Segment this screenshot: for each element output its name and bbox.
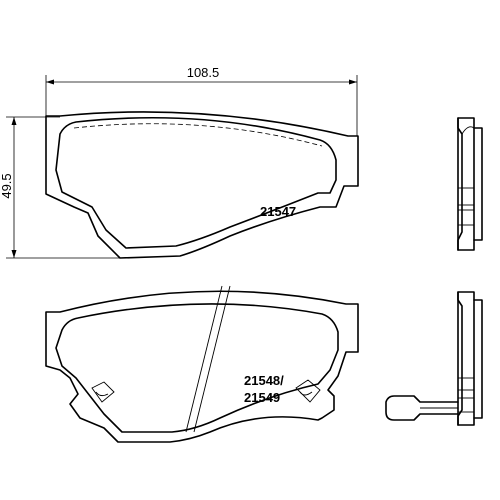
anti-rattle-clip (385, 395, 459, 421)
height-dimension-label: 49.5 (0, 173, 14, 198)
slot-line-b (193, 285, 231, 433)
upper-pad-part-number: 21547 (260, 204, 296, 219)
width-dimension-label: 108.5 (187, 65, 220, 80)
slot-line-a (185, 285, 223, 433)
lower-pad-front-view: 21548/ 21549 (45, 285, 359, 443)
width-dimension: 108.5 (45, 65, 358, 136)
lower-pad-part-number-line2: 21549 (244, 390, 280, 405)
wear-indicator-right (295, 379, 321, 403)
lower-pad-side-view (385, 291, 483, 426)
upper-pad-side-view (457, 117, 483, 251)
upper-pad-front-view: 21547 (45, 111, 359, 259)
height-dimension: 49.5 (0, 116, 120, 259)
wear-indicator-left (91, 381, 115, 403)
lower-pad-part-number-line1: 21548/ (244, 373, 284, 388)
